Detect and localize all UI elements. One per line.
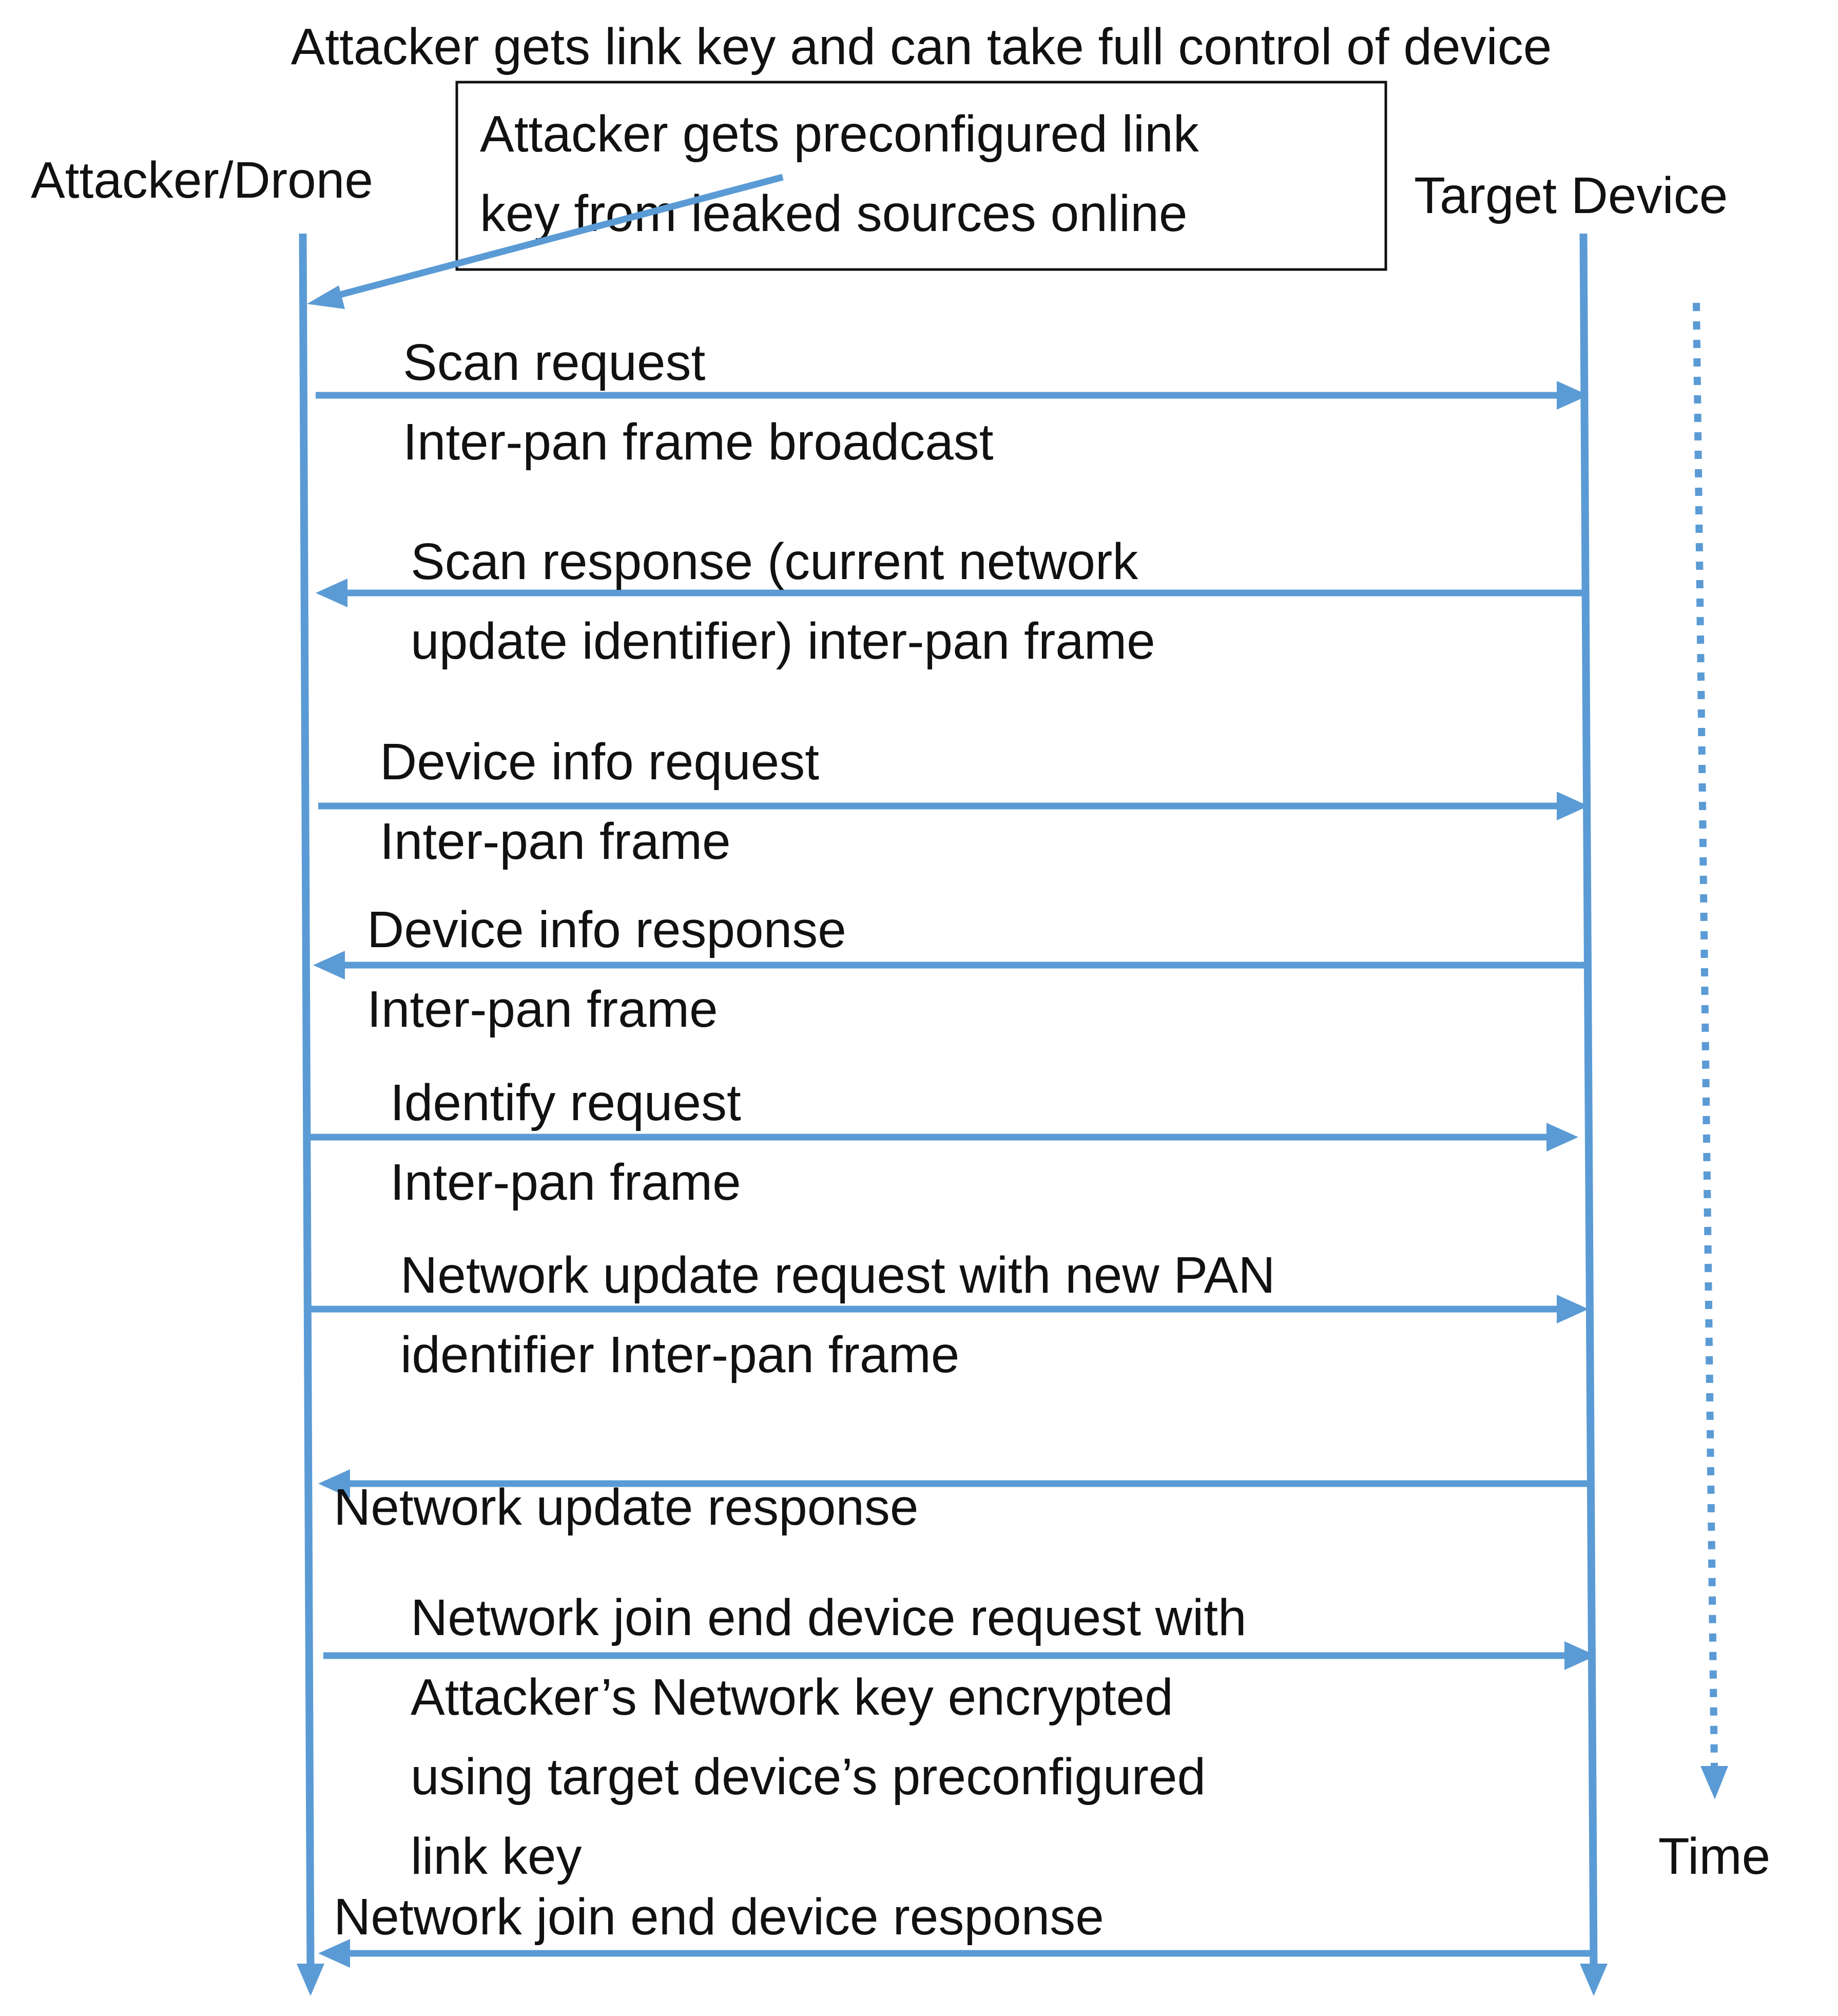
message-network-update-request: Network update request with new PAN iden…	[311, 1246, 1589, 1384]
message-sublabel: identifier Inter-pan frame	[400, 1326, 959, 1384]
attacker-lifeline	[299, 233, 315, 1969]
message-label: Scan request	[403, 334, 705, 391]
message-scan-response: Scan response (current network update id…	[316, 533, 1583, 670]
message-sublabel: link key	[411, 1828, 582, 1885]
message-sublabel: Inter-pan frame broadcast	[403, 413, 994, 471]
participant-attacker-label: Attacker/Drone	[31, 151, 373, 209]
message-network-join-request: Network join end device request with Att…	[323, 1589, 1596, 1885]
message-sublabel: Attacker’s Network key encrypted	[411, 1668, 1173, 1726]
message-label: Network update request with new PAN	[400, 1246, 1275, 1304]
message-arrowhead	[318, 1469, 350, 1498]
participant-target-label: Target Device	[1414, 167, 1728, 224]
note-box	[455, 81, 1387, 271]
attacker-lifeline-arrowhead	[297, 1964, 324, 1996]
message-sublabel: Network update response	[334, 1479, 919, 1536]
time-axis-line	[1693, 302, 1718, 1767]
note-leader-arrowhead	[307, 285, 345, 309]
message-network-update-response: Network update response	[318, 1469, 1591, 1536]
message-label: Device info response	[367, 901, 846, 958]
note-line-2: key from leaked sources online	[480, 185, 1187, 242]
message-device-info-request: Device info request Inter-pan frame	[318, 733, 1589, 870]
message-arrowhead	[1564, 1641, 1596, 1670]
note-leader-line	[327, 174, 784, 301]
message-arrowhead	[318, 1939, 350, 1968]
note-line-1: Attacker gets preconfigured link	[480, 105, 1199, 163]
diagram-title: Attacker gets link key and can take full…	[291, 18, 1552, 75]
message-network-join-response: Network join end device response	[318, 1888, 1594, 1968]
message-label: Device info request	[380, 733, 819, 791]
message-sublabel: using target device’s preconfigured	[411, 1748, 1206, 1806]
message-label: Network join end device request with	[411, 1589, 1247, 1646]
message-label: Network join end device response	[334, 1888, 1104, 1946]
message-device-info-response: Device info response Inter-pan frame	[313, 901, 1586, 1038]
message-arrowhead	[1557, 381, 1589, 410]
target-lifeline-arrowhead	[1580, 1964, 1608, 1996]
message-arrowhead	[1557, 792, 1589, 820]
time-label: Time	[1658, 1828, 1771, 1885]
message-sublabel: Inter-pan frame	[367, 981, 718, 1038]
message-arrowhead	[1557, 1295, 1589, 1323]
message-arrowhead	[316, 579, 347, 607]
target-lifeline	[1579, 233, 1598, 1969]
message-label: Scan response (current network	[411, 533, 1138, 590]
message-arrowhead	[1546, 1123, 1578, 1151]
message-sublabel: update identifier) inter-pan frame	[411, 612, 1155, 670]
time-axis-arrowhead	[1700, 1766, 1728, 1799]
message-sublabel: Inter-pan frame	[380, 813, 731, 870]
message-scan-request: Scan request Inter-pan frame broadcast	[316, 334, 1589, 471]
message-sublabel: Inter-pan frame	[390, 1154, 741, 1211]
message-arrowhead	[313, 951, 345, 980]
message-label: Identify request	[390, 1074, 741, 1131]
message-identify-request: Identify request Inter-pan frame	[305, 1074, 1578, 1211]
